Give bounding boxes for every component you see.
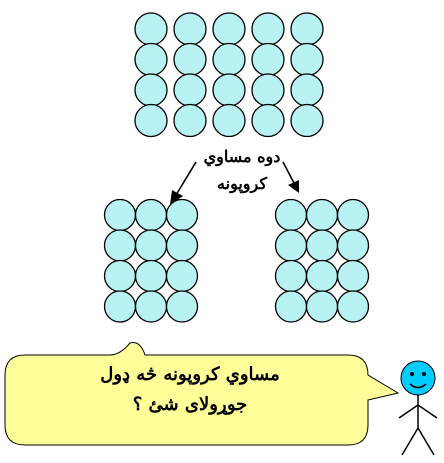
group-circle (251, 103, 285, 138)
source-circle-group (134, 12, 324, 138)
group-circle (103, 229, 137, 262)
group-circle (173, 73, 207, 107)
group-circle (274, 259, 308, 293)
group-circle (134, 259, 168, 293)
group-circle (173, 12, 207, 46)
group-circle (336, 290, 370, 323)
group-circle (103, 259, 137, 293)
right-circle-group (274, 198, 370, 323)
group-circle (134, 290, 168, 323)
group-circle (212, 42, 246, 77)
group-circle (212, 12, 246, 46)
group-circle (134, 42, 168, 77)
group-circle (165, 290, 199, 323)
group-circle (165, 259, 199, 293)
group-circle (305, 259, 339, 293)
group-circle (305, 229, 339, 262)
group-circle (274, 198, 308, 232)
arrow-down-icon (282, 161, 299, 193)
group-circle (165, 229, 199, 262)
group-circle (212, 73, 246, 107)
group-circle (134, 12, 168, 46)
group-circle (212, 103, 246, 138)
group-circle (290, 42, 324, 77)
group-circle (251, 42, 285, 77)
group-circle (134, 73, 168, 107)
group-circle (251, 73, 285, 107)
group-circle (134, 229, 168, 262)
stick-figure-icon (398, 360, 438, 456)
group-circle (290, 103, 324, 138)
group-circle (173, 42, 207, 77)
group-circle (305, 290, 339, 323)
question-line-1: مساوي کروپونه څه ډول (100, 364, 280, 385)
group-circle (274, 229, 308, 262)
group-circle (336, 198, 370, 232)
group-circle (251, 12, 285, 46)
group-circle (103, 290, 137, 323)
group-circle (173, 103, 207, 138)
group-circle (336, 229, 370, 262)
group-circle (134, 198, 168, 232)
group-circle (134, 103, 168, 138)
group-circle (103, 198, 137, 232)
arrow-down-icon (170, 161, 197, 205)
group-circle (290, 73, 324, 107)
group-circle (274, 290, 308, 323)
group-circle (290, 12, 324, 46)
group-circle (336, 259, 370, 293)
question-line-2: جوړولای شئ ؟ (132, 394, 248, 415)
group-circle (305, 198, 339, 232)
split-label-line-1: دوه مساوي (203, 147, 281, 166)
split-label-line-2: کروپونه (217, 174, 267, 193)
speech-bubble-icon (4, 342, 400, 446)
left-circle-group (103, 198, 199, 323)
